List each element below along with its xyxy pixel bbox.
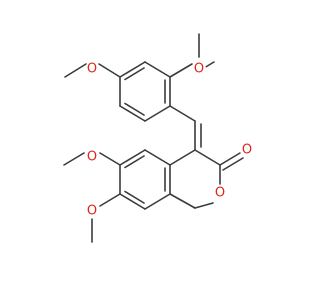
bond (119, 193, 146, 210)
bond (144, 193, 171, 210)
oxygen-atom-low-left: O (85, 204, 99, 219)
oxygen-atom-top-right: O (192, 62, 206, 77)
bond (119, 105, 146, 122)
bond (119, 149, 146, 166)
oxygen-atom-top-left: O (85, 62, 99, 77)
carbonyl-bond (222, 157, 244, 171)
atom-label: O (87, 62, 97, 77)
molecule-structure: O O O O O O (63, 33, 254, 243)
double-bond-inner (124, 67, 145, 81)
methoxy-low-left (91, 193, 121, 243)
double-bond-inner (124, 155, 145, 169)
double-bond-inner (124, 102, 145, 116)
bond (169, 193, 196, 209)
lower-benzene-ring (119, 149, 171, 210)
bond (169, 149, 196, 166)
methoxy-top-left (64, 63, 121, 78)
bond (99, 152, 121, 166)
double-bond-inner (124, 190, 145, 204)
bond (99, 193, 121, 207)
bond (194, 202, 214, 209)
bond (98, 63, 121, 78)
atom-label: O (87, 150, 97, 165)
atom-label: O (194, 62, 204, 77)
carbonyl-bond (219, 152, 241, 166)
bond (144, 149, 171, 166)
bond (169, 63, 193, 78)
atom-label: O (87, 204, 97, 219)
upper-benzene-ring (119, 61, 171, 122)
oxygen-atom-mid-left: O (85, 150, 99, 165)
lactone-ring (169, 149, 244, 209)
methoxy-mid-left (63, 152, 121, 166)
bond (63, 152, 85, 166)
bond (169, 105, 196, 122)
bond (64, 63, 87, 78)
oxygen-atom-ring: O (213, 186, 227, 201)
atom-label: O (215, 186, 225, 201)
structure-canvas: O O O O O O (63, 33, 254, 243)
bond (144, 61, 171, 78)
methoxy-top-right (169, 33, 215, 78)
bond (119, 61, 146, 78)
bond (144, 105, 171, 122)
bond (194, 149, 221, 166)
atom-label: O (242, 143, 252, 158)
exocyclic-double-bond (169, 105, 202, 151)
oxygen-atom-carbonyl: O (240, 143, 254, 158)
